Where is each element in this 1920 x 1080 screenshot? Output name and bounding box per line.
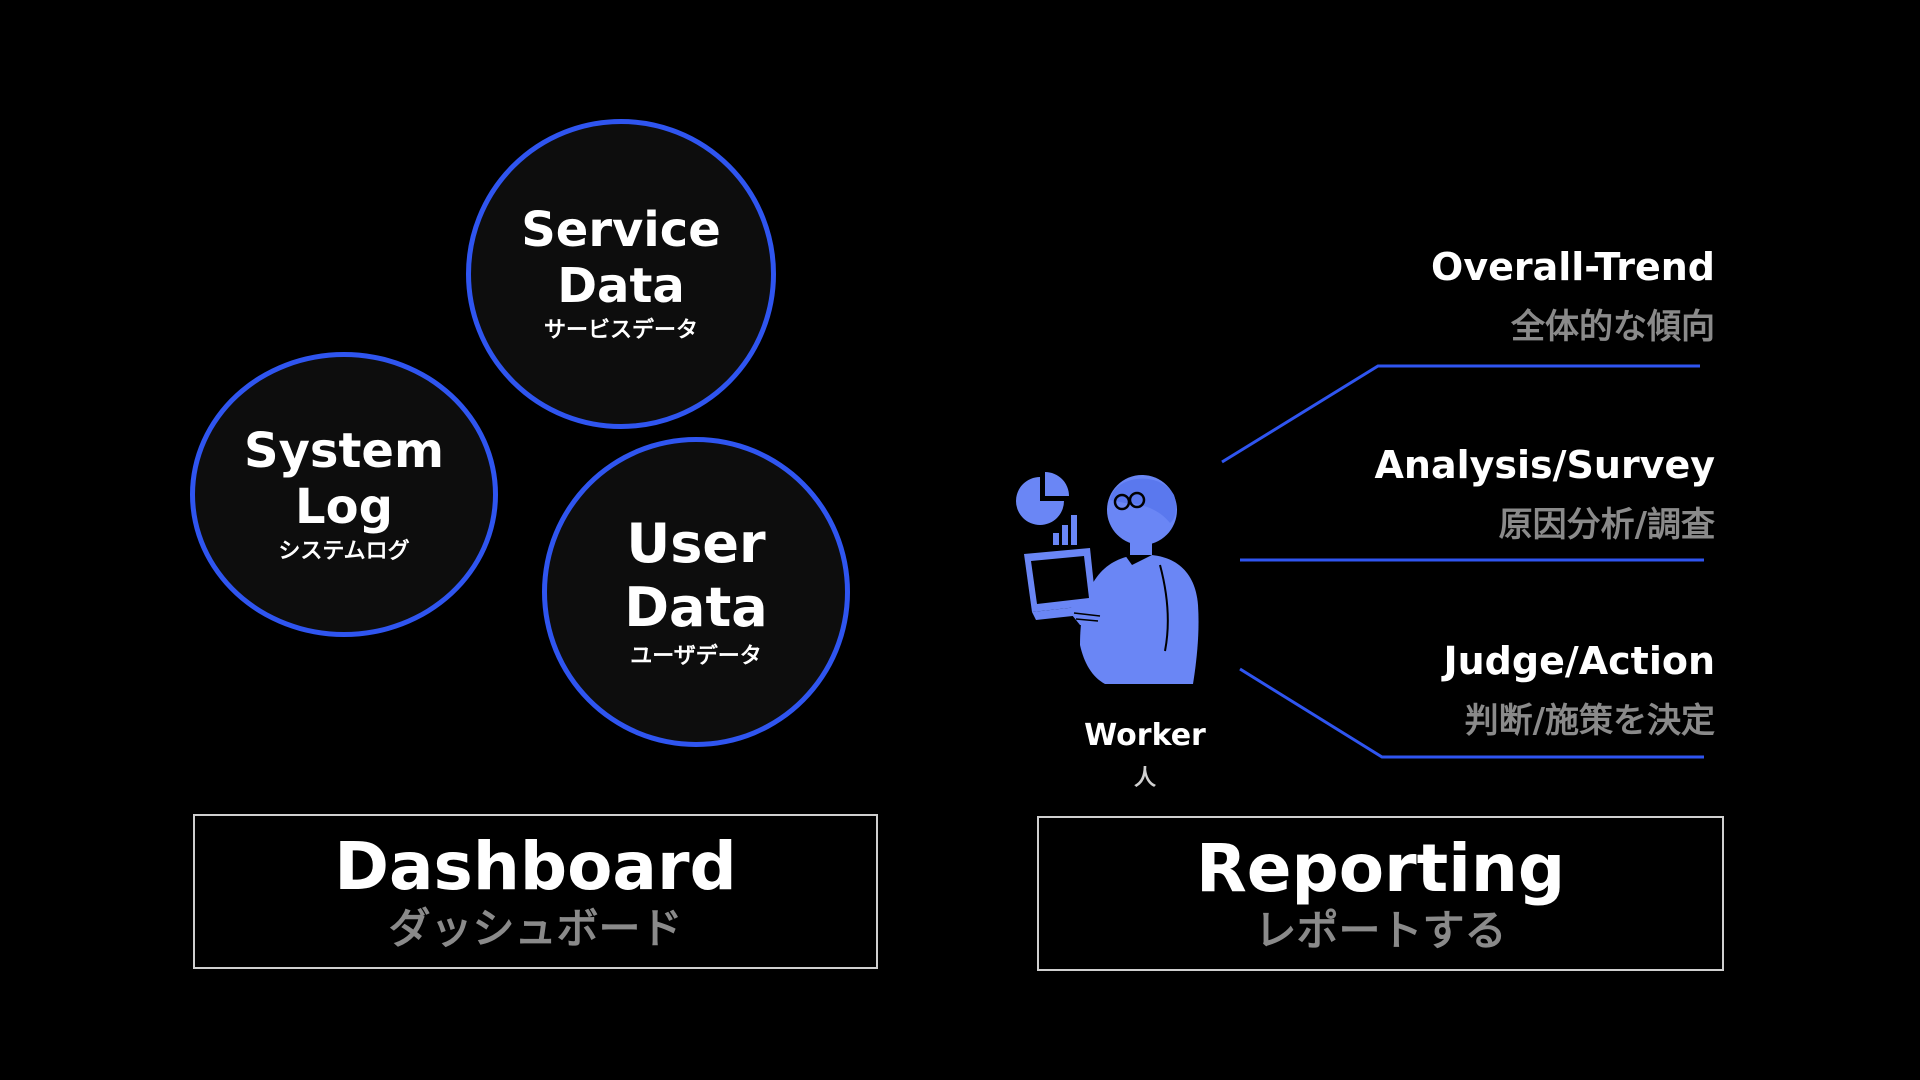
reporting-title: Reporting [1195, 829, 1566, 907]
dashboard-subtitle: ダッシュボード [388, 903, 683, 953]
user-data-subtitle: ユーザデータ [630, 644, 762, 669]
pie-chart-icon [1016, 472, 1069, 525]
system-log-subtitle: システムログ [278, 538, 410, 564]
service-data-circle: Service Data サービスデータ [466, 119, 776, 429]
outcome-subtitle: 全体的な傾向 [1511, 307, 1715, 347]
dashboard-title: Dashboard [334, 827, 737, 905]
worker-title: Worker [1084, 718, 1206, 753]
connector-trend [1221, 364, 1700, 464]
outcome-subtitle: 判断/施策を決定 [1464, 701, 1715, 741]
person-icon [1080, 475, 1199, 684]
bar-chart-icon [1053, 515, 1077, 545]
service-data-subtitle: サービスデータ [543, 318, 698, 343]
user-data-circle: User Data ユーザデータ [542, 437, 850, 747]
system-log-title: System Log [244, 422, 444, 535]
laptop-icon [1024, 548, 1105, 626]
service-data-title: Service Data [521, 202, 721, 314]
connector-judge [1239, 667, 1704, 759]
outcome-analysis-survey: Analysis/Survey 原因分析/調査 [1374, 443, 1715, 547]
outcome-title: Analysis/Survey [1374, 443, 1715, 487]
dashboard-box: Dashboard ダッシュボード [193, 814, 878, 969]
outcome-judge-action: Judge/Action 判断/施策を決定 [1443, 639, 1715, 743]
outcome-overall-trend: Overall-Trend 全体的な傾向 [1431, 245, 1715, 349]
user-data-title: User Data [624, 512, 768, 639]
worker-illustration [1016, 472, 1199, 684]
worker-subtitle: 人 [1133, 766, 1156, 791]
reporting-box: Reporting レポートする [1037, 816, 1724, 971]
worker-label: Worker 人 [1080, 716, 1210, 794]
outcome-title: Overall-Trend [1431, 245, 1715, 289]
outcome-subtitle: 原因分析/調査 [1498, 505, 1715, 545]
reporting-subtitle: レポートする [1254, 905, 1507, 955]
outcome-title: Judge/Action [1443, 639, 1715, 683]
system-log-circle: System Log システムログ [190, 352, 498, 637]
